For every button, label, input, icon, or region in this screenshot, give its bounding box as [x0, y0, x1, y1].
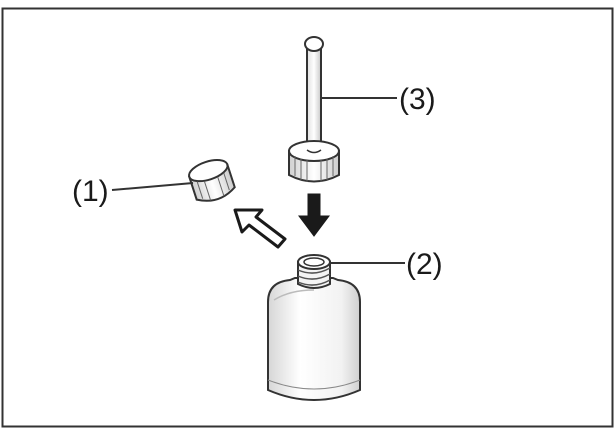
cap-leader-line	[111, 182, 194, 191]
bottle-part	[267, 254, 361, 401]
nozzle-part	[288, 36, 340, 183]
cap-callout-label: (1)	[72, 175, 109, 208]
nozzle-rod	[306, 43, 322, 151]
nozzle-callout-label: (3)	[399, 83, 436, 116]
bottle-callout-label: (2)	[406, 248, 443, 281]
bottle-opening	[297, 254, 331, 270]
nozzle-tip	[304, 36, 324, 52]
down-arrow-icon	[298, 193, 330, 237]
bottle-body	[267, 277, 361, 401]
nozzle-cap-top	[288, 140, 340, 162]
up-left-arrow-icon	[233, 208, 287, 249]
cap-part	[188, 159, 236, 202]
